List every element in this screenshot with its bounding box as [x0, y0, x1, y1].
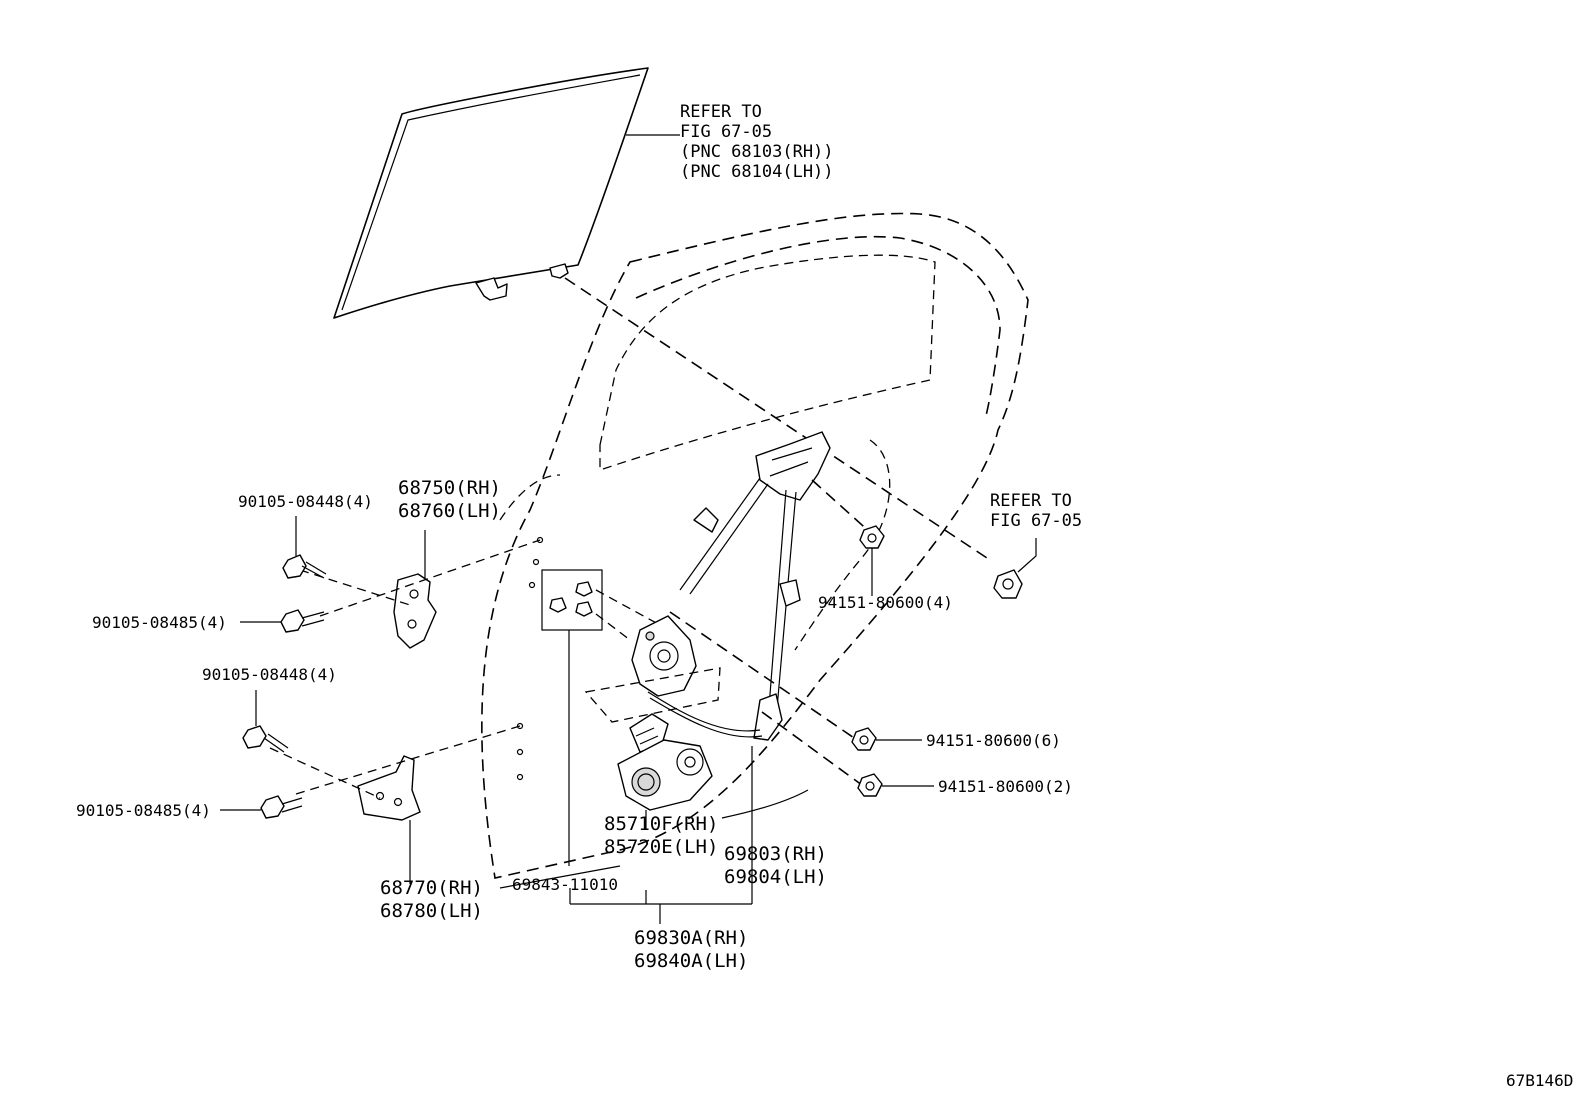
lower-hinge: [357, 755, 421, 884]
bolt-upper-b-label: 90105-08485(4): [92, 613, 227, 632]
diagram-code: 67B146D: [1506, 1071, 1573, 1090]
assembly-brackets: [569, 746, 809, 924]
nut-a-label: 94151-80600(4): [818, 593, 953, 612]
lower-hinge-dash-b: [295, 725, 521, 795]
bolt-ref-label: REFER TO FIG 67-05: [990, 491, 1082, 531]
svg-text:69840A(LH): 69840A(LH): [634, 950, 748, 972]
bolt-upper-a-label: 90105-08448(4): [238, 492, 373, 511]
motor-label: 85710F(RH) 85720E(LH): [604, 813, 718, 858]
svg-text:68780(LH): 68780(LH): [380, 900, 483, 922]
nut-b: [851, 727, 922, 751]
svg-text:69830A(RH): 69830A(RH): [634, 927, 748, 949]
svg-text:(PNC 68103(RH)): (PNC 68103(RH)): [680, 142, 834, 162]
nut-c: [857, 773, 934, 797]
bolt-lower-b-label: 90105-08485(4): [76, 801, 211, 820]
svg-text:FIG 67-05: FIG 67-05: [680, 122, 772, 142]
svg-text:68760(LH): 68760(LH): [398, 500, 501, 522]
svg-text:69804(LH): 69804(LH): [724, 866, 827, 888]
clip-dash-a: [595, 589, 661, 626]
regulator-assembly: [631, 431, 831, 741]
hinge-lower-label: 68770(RH) 68780(LH): [380, 877, 483, 922]
hinge-upper-label: 68750(RH) 68760(LH): [398, 477, 501, 522]
clip-label: 69843-11010: [512, 875, 618, 894]
bolt-lower-a-label: 90105-08448(4): [202, 665, 337, 684]
door-outline: [481, 212, 1029, 879]
clip-dash-b: [595, 613, 631, 641]
bolt-lower-a: [242, 690, 289, 753]
upper-hinge: [393, 530, 437, 649]
nut-c-label: 94151-80600(2): [938, 777, 1073, 796]
svg-text:69803(RH): 69803(RH): [724, 843, 827, 865]
glass-ref-label: REFER TO FIG 67-05 (PNC 68103(RH)) (PNC …: [680, 102, 834, 182]
upper-hinge-dash-b: [319, 539, 541, 617]
upper-hinge-dash-a: [299, 569, 411, 606]
svg-text:85720E(LH): 85720E(LH): [604, 836, 718, 858]
svg-text:85710F(RH): 85710F(RH): [604, 813, 718, 835]
bolt-lower-b: [220, 795, 303, 819]
clip-box: [499, 569, 621, 889]
assembly-label: 69830A(RH) 69840A(LH): [634, 927, 748, 972]
lower-hinge-dash-a: [269, 747, 381, 799]
svg-text:REFER TO: REFER TO: [990, 491, 1072, 511]
regulator-to-nut-b: [669, 611, 861, 743]
door-holes: [516, 536, 544, 781]
window-motor: [617, 713, 713, 830]
regulator-to-nut-a: [811, 479, 873, 535]
glass-to-bolt-dash: [564, 277, 991, 561]
svg-text:FIG 67-05: FIG 67-05: [990, 511, 1082, 531]
regulator-label: 69803(RH) 69804(LH): [724, 843, 827, 888]
bolt-upper-a: [282, 516, 327, 579]
svg-text:68770(RH): 68770(RH): [380, 877, 483, 899]
door-glass: [333, 67, 649, 319]
svg-text:(PNC 68104(LH)): (PNC 68104(LH)): [680, 162, 834, 182]
motor-dash-box: [584, 667, 721, 723]
svg-text:68750(RH): 68750(RH): [398, 477, 501, 499]
nut-a: [859, 525, 885, 596]
bolt-upper-b: [240, 609, 325, 633]
mount-bolt: [993, 538, 1037, 599]
nut-b-label: 94151-80600(6): [926, 731, 1061, 750]
svg-text:REFER TO: REFER TO: [680, 102, 762, 122]
regulator-to-nut-c: [761, 711, 867, 789]
